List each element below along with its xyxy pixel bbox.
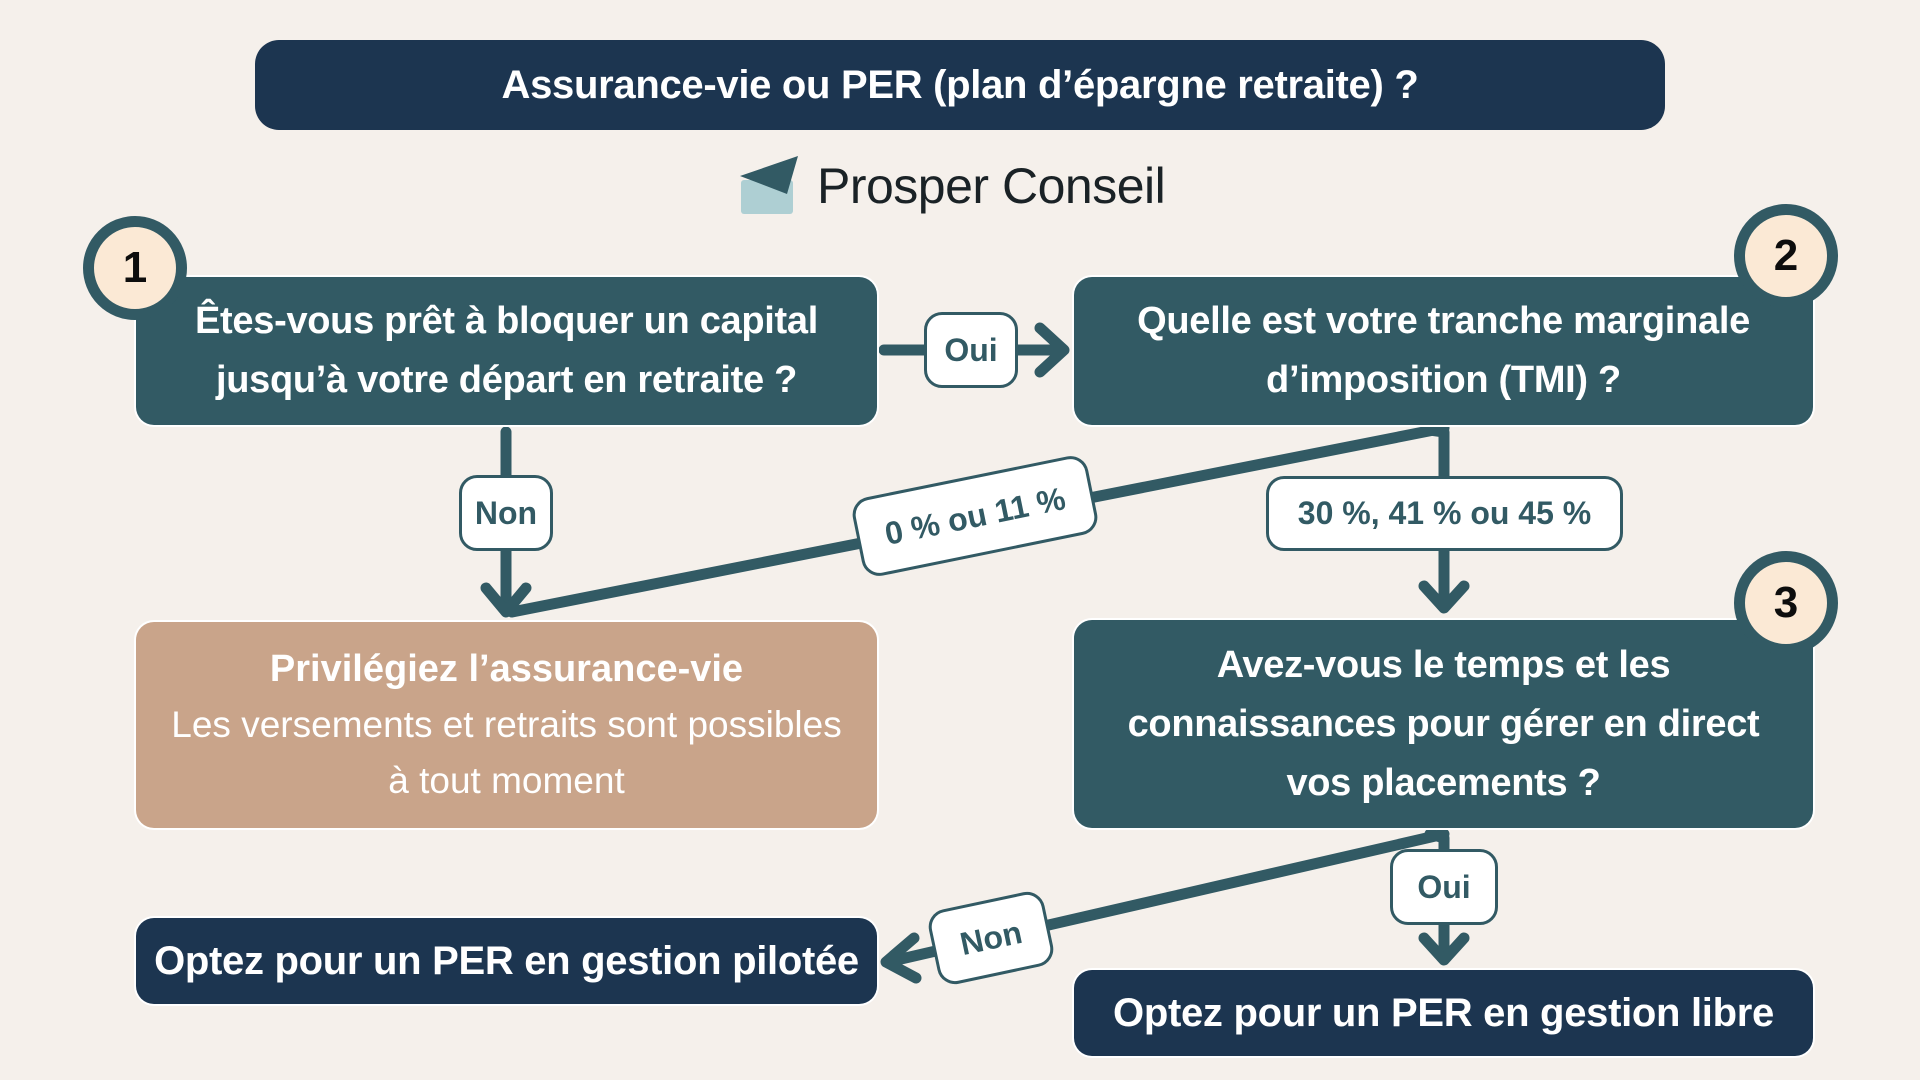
question-box-step-3: Avez-vous le temps et les connaissances … — [1074, 620, 1813, 828]
page-title-text: Assurance-vie ou PER (plan d’épargne ret… — [501, 62, 1419, 107]
question-line: Quelle est votre tranche marginale — [1137, 300, 1750, 342]
edge-label-text: 30 %, 41 % ou 45 % — [1297, 495, 1592, 531]
question-line: connaissances pour gérer en direct — [1127, 702, 1760, 745]
edge-label-text: Non — [474, 494, 538, 531]
question-line: Êtes-vous prêt à bloquer un capital — [195, 300, 818, 342]
step-badge-1: 1 — [83, 216, 187, 320]
question-line: Avez-vous le temps et les — [1216, 643, 1671, 686]
step-number: 3 — [1773, 578, 1799, 627]
arrowhead-down-icon — [480, 582, 532, 618]
arrowhead-left-icon — [880, 932, 922, 984]
arrowhead-right-icon — [1034, 322, 1070, 378]
edge-label-text: Non — [956, 913, 1026, 962]
outcome-title: Privilégiez l’assurance-vie — [269, 648, 744, 690]
paper-plane-envelope-icon — [740, 156, 798, 214]
arrowhead-down-icon — [1418, 580, 1470, 614]
step-badge-2: 2 — [1734, 204, 1838, 308]
question-box-step-2: Quelle est votre tranche marginale d’imp… — [1074, 277, 1813, 425]
outcome-per-pilotee: Optez pour un PER en gestion pilotée — [136, 918, 877, 1004]
outcome-description: à tout moment — [388, 760, 625, 801]
step-number: 1 — [122, 243, 148, 292]
page-title: Assurance-vie ou PER (plan d’épargne ret… — [255, 40, 1665, 130]
edge-label-step3-yes: Oui — [1390, 849, 1498, 925]
outcome-per-libre: Optez pour un PER en gestion libre — [1074, 970, 1813, 1056]
edge-label-text: 0 % ou 11 % — [881, 479, 1069, 552]
edge-label-step1-no: Non — [459, 475, 553, 551]
question-line: jusqu’à votre départ en retraite ? — [215, 359, 798, 401]
question-box-step-1: Êtes-vous prêt à bloquer un capital jusq… — [136, 277, 877, 425]
question-line: vos placements ? — [1286, 761, 1601, 804]
outcome-description: Les versements et retraits sont possible… — [171, 704, 842, 745]
edge-label-text: Oui — [944, 331, 998, 368]
question-line: d’imposition (TMI) ? — [1266, 359, 1621, 401]
arrowhead-down-icon — [1418, 932, 1470, 966]
outcome-assurance-vie: Privilégiez l’assurance-vie Les versemen… — [136, 622, 877, 828]
outcome-text: Optez pour un PER en gestion libre — [1113, 990, 1774, 1035]
edge-label-step1-yes: Oui — [924, 312, 1018, 388]
brand-name: Prosper Conseil — [817, 158, 1166, 214]
edge-label-text: Oui — [1417, 868, 1471, 905]
outcome-text: Optez pour un PER en gestion pilotée — [154, 938, 859, 983]
edge-label-step2-high: 30 %, 41 % ou 45 % — [1266, 476, 1623, 551]
step-number: 2 — [1773, 231, 1799, 280]
step-badge-3: 3 — [1734, 551, 1838, 655]
